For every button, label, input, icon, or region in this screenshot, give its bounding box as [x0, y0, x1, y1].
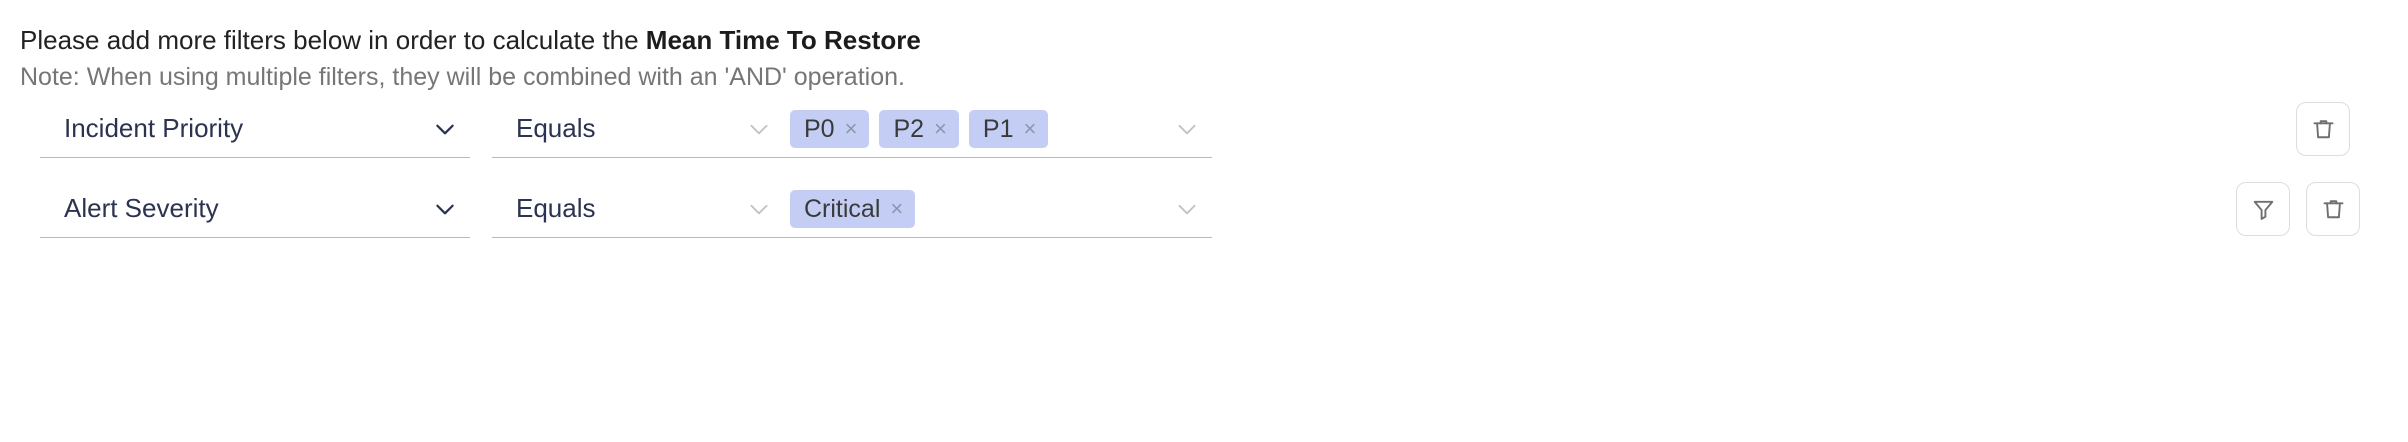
add-filter-button[interactable] [2236, 182, 2290, 236]
filter-row: Incident Priority Equals P0 × P2 × [0, 100, 2408, 180]
chip-label: P1 [982, 114, 1014, 143]
filter-value-select[interactable] [784, 180, 1212, 238]
close-icon[interactable]: × [934, 116, 947, 141]
filter-operator-select[interactable]: Equals [492, 180, 784, 238]
filter-operator-value: Equals [516, 113, 596, 143]
trash-icon [2323, 199, 2343, 218]
metric-name: Mean Time To Restore [645, 25, 921, 55]
close-icon[interactable]: × [844, 116, 858, 141]
close-icon[interactable]: × [890, 196, 904, 221]
trash-icon [2313, 119, 2333, 138]
filter-field-select[interactable]: Alert Severity [40, 180, 470, 238]
filter-row: Alert Severity Equals Critical × [0, 180, 2408, 260]
filter-rows: Incident Priority Equals P0 × P2 × [0, 100, 2408, 260]
filter-field-value: Alert Severity [64, 193, 219, 223]
filter-note: Note: When using multiple filters, they … [20, 63, 905, 91]
chip-label: Critical [804, 194, 881, 223]
filter-value-select[interactable] [784, 100, 1212, 158]
filter-field-select[interactable]: Incident Priority [40, 100, 470, 158]
filter-field-value: Incident Priority [64, 113, 244, 143]
chevron-down-icon [436, 124, 454, 134]
value-chip[interactable]: P1 × [968, 110, 1049, 148]
chip-label: P2 [893, 114, 925, 143]
delete-filter-button[interactable] [2306, 182, 2360, 236]
close-icon[interactable]: × [1023, 116, 1037, 141]
value-chip[interactable]: P0 × [790, 110, 870, 148]
chevron-down-icon [750, 124, 768, 134]
instruction-text: Please add more filters below in order t… [20, 25, 646, 55]
page-title: Please add more filters below in order t… [20, 24, 921, 56]
filter-value-chips: Critical × [784, 180, 916, 238]
filter-operator-value: Equals [516, 193, 596, 223]
chevron-down-icon [436, 204, 454, 214]
delete-filter-button[interactable] [2296, 102, 2350, 156]
value-chip[interactable]: P2 × [879, 110, 959, 148]
chevron-down-icon [750, 204, 768, 214]
filter-row-actions [2296, 102, 2350, 156]
funnel-icon [2253, 200, 2273, 220]
filter-value-chips: P0 × P2 × P1 × [784, 100, 1049, 158]
chevron-down-icon [1178, 124, 1196, 134]
value-chip[interactable]: Critical × [790, 190, 916, 228]
filter-row-actions [2236, 182, 2360, 236]
filter-operator-select[interactable]: Equals [492, 100, 784, 158]
chevron-down-icon [1178, 204, 1196, 214]
chip-label: P0 [804, 114, 835, 143]
